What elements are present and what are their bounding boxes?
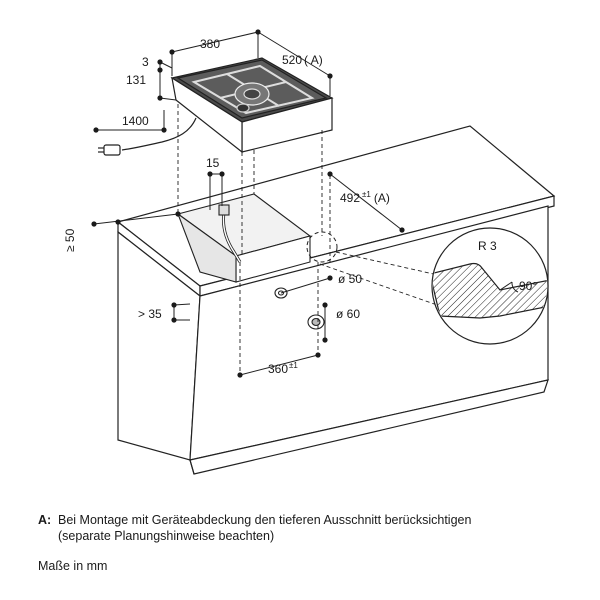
label-15: 15 — [206, 156, 220, 170]
note-a-key: A: — [38, 513, 52, 527]
label-ge-50: ≥ 50 — [63, 228, 77, 252]
label-o60: ø 60 — [336, 307, 360, 321]
label-3: 3 — [142, 55, 149, 69]
worktop-cutout — [176, 193, 312, 283]
plug-icon — [103, 144, 121, 156]
projection-lines — [177, 104, 441, 375]
gas-connector — [307, 314, 325, 330]
power-cable — [98, 117, 197, 156]
note-a: A: Bei Montage mit Geräteabdeckung den ti… — [38, 512, 471, 544]
gas-cooktop — [170, 57, 334, 154]
edge-detail — [306, 227, 549, 345]
label-360: 360±1 — [268, 361, 298, 376]
label-131: 131 — [126, 73, 146, 87]
note-a-line1: Bei Montage mit Geräteabdeckung den tief… — [58, 513, 472, 527]
label-380: 380 — [200, 37, 220, 51]
dimension-markers — [91, 29, 405, 378]
label-90: 90° — [519, 279, 537, 293]
note-a-line2: (separate Planungshinweise beachten) — [58, 529, 275, 543]
worktop-right-edge — [199, 195, 555, 297]
label-r3: R 3 — [478, 239, 497, 253]
label-520: 520( A) — [282, 53, 323, 67]
label-o50: ø 50 — [338, 272, 362, 286]
dimension-labels: 380 520( A) 3 131 1400 15 492±1(A) ≥ 50 … — [63, 37, 537, 376]
label-gt-35: > 35 — [138, 307, 162, 321]
worktop-profile — [433, 262, 547, 319]
knob — [236, 103, 250, 113]
label-492: 492±1(A) — [340, 190, 390, 205]
label-1400: 1400 — [122, 114, 149, 128]
units-note: Maße in mm — [38, 559, 108, 573]
